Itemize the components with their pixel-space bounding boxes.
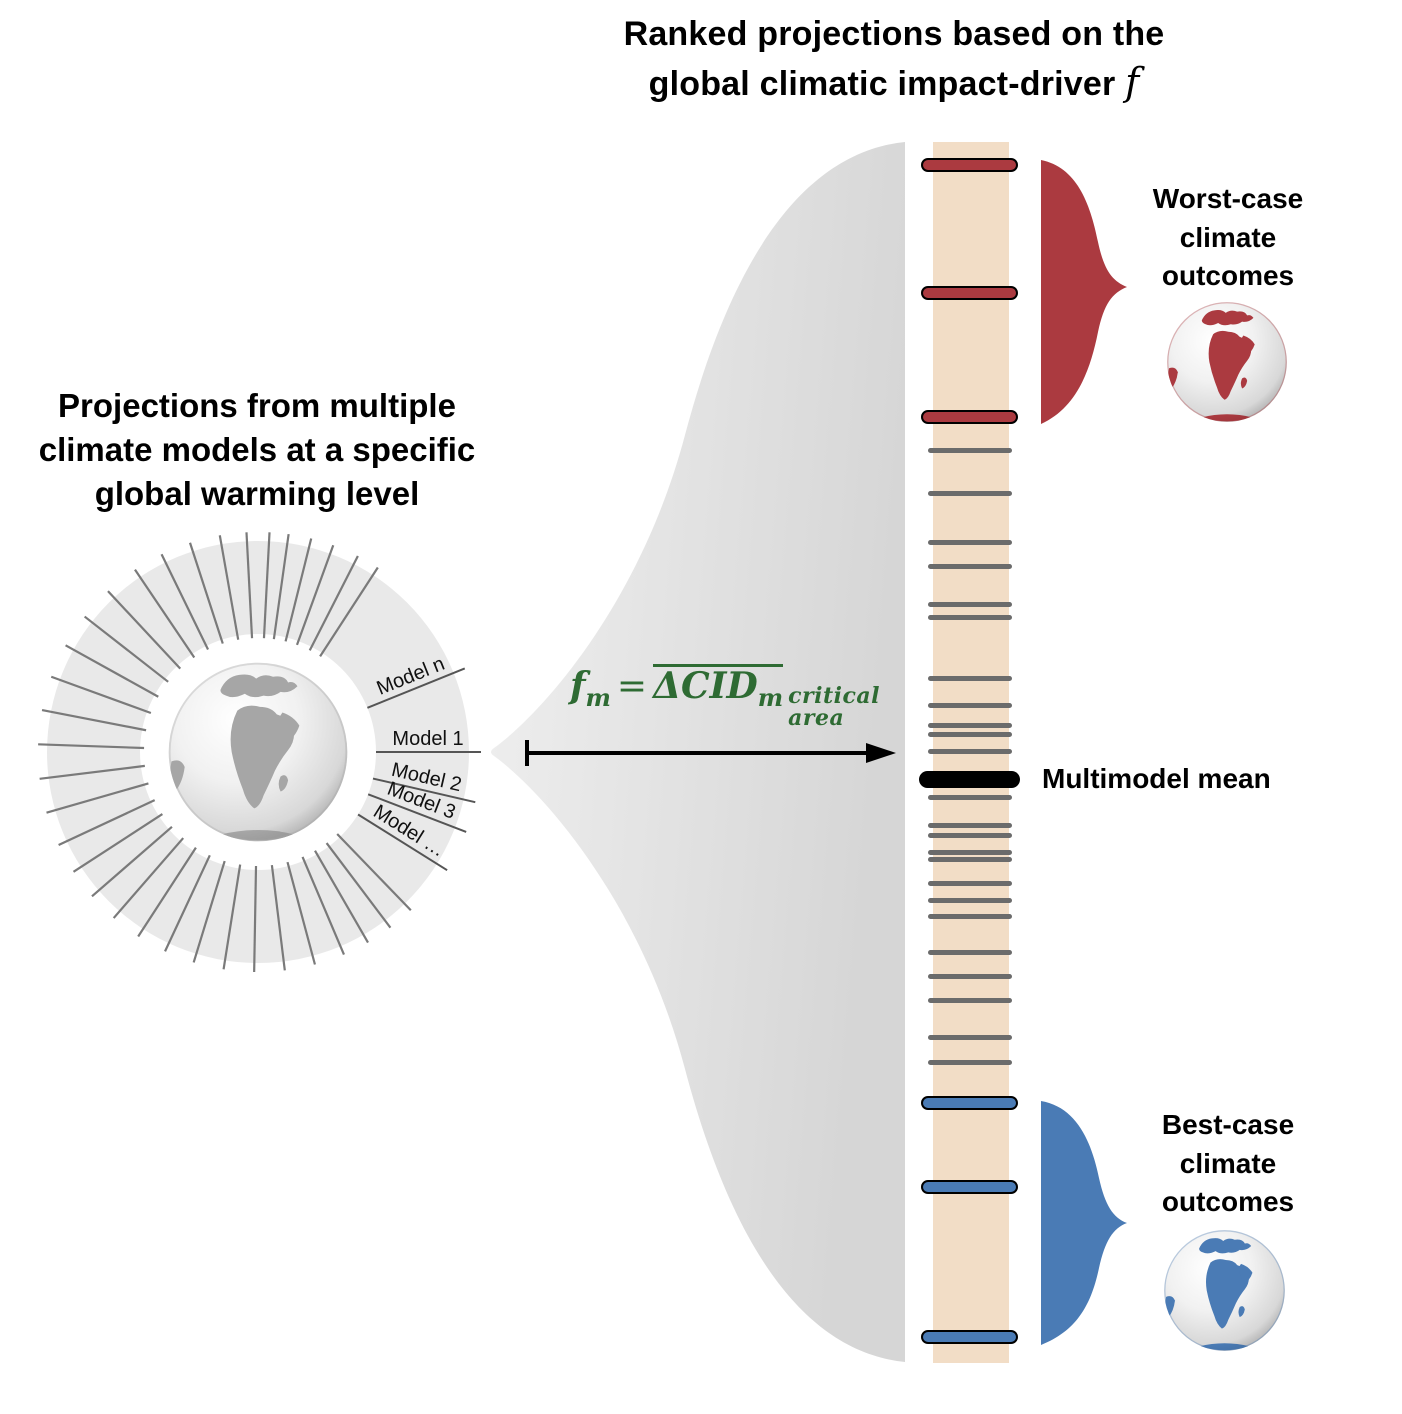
mapping-arrow — [525, 740, 896, 766]
bar-tick-gray — [928, 997, 1012, 1003]
model-tick — [301, 856, 345, 955]
model-label-tick — [372, 777, 476, 804]
model-tick — [38, 743, 145, 750]
bar-tick-red — [921, 157, 1018, 172]
model-tick — [262, 532, 271, 639]
bar-tick-gray — [928, 490, 1012, 496]
formula-overline-term: ΔCIDm — [653, 664, 784, 713]
model-tick — [253, 865, 258, 972]
bar-tick-gray — [928, 880, 1012, 886]
model-tick — [50, 675, 152, 715]
multimodel-mean-label: Multimodel mean — [1042, 763, 1271, 794]
bar-tick-gray — [928, 849, 1012, 855]
bar-tick-gray — [928, 973, 1012, 979]
bar-tick-gray — [928, 447, 1012, 453]
model-tick — [58, 799, 156, 846]
globe-blue-icon — [1161, 1227, 1288, 1354]
model-tick — [188, 542, 224, 644]
model-tick — [218, 535, 240, 640]
model-tick — [284, 538, 313, 642]
model-tick — [72, 813, 163, 873]
model-tick — [222, 864, 242, 970]
bar-tick-gray — [928, 675, 1012, 681]
model-tick — [308, 555, 359, 651]
bar-tick-gray — [928, 822, 1012, 828]
best-distribution — [1041, 1101, 1127, 1345]
model-label-tick — [367, 793, 467, 833]
model-ring-ticks — [38, 532, 412, 972]
bar-tick-gray — [928, 614, 1012, 620]
bar-tick-gray — [928, 897, 1012, 903]
model-tick — [295, 544, 335, 646]
model-tick — [319, 566, 379, 657]
model-tick — [91, 825, 173, 898]
model-label: Model 1 — [392, 728, 463, 750]
model-tick — [112, 837, 185, 919]
model-tick — [39, 764, 145, 780]
f-symbol: f — [1125, 59, 1140, 104]
model-tick — [164, 854, 211, 952]
model-tick — [160, 553, 210, 651]
model-tick — [272, 533, 290, 640]
model-tick — [41, 708, 147, 732]
bar-tick-gray — [928, 856, 1012, 862]
bar-tick-blue — [921, 1095, 1018, 1110]
bar-tick-gray — [928, 748, 1012, 754]
bar-tick-gray — [928, 1059, 1012, 1065]
bar-tick-gray — [928, 794, 1012, 800]
arrowhead-icon — [866, 743, 896, 763]
bar-tick-gray — [928, 601, 1012, 607]
bar-tick-red — [921, 409, 1018, 424]
figure-title-line1: Ranked projections based on the — [623, 15, 1165, 53]
model-tick — [83, 615, 169, 683]
model-tick — [336, 833, 412, 912]
globe-red-icon — [1164, 299, 1290, 425]
model-tick — [65, 644, 159, 698]
model-tick — [245, 532, 254, 639]
left-panel-heading: Projections from multiple climate models… — [38, 387, 476, 513]
model-tick — [270, 865, 286, 971]
bar-tick-gray — [928, 913, 1012, 919]
model-tick — [314, 850, 369, 944]
bar-tick-gray — [928, 563, 1012, 569]
model-tick — [286, 861, 317, 965]
worst-case-label: Worst-case climate outcomes — [1152, 183, 1304, 292]
model-tick — [134, 568, 196, 659]
model-label-tick — [357, 813, 448, 872]
formula-lhs: f — [570, 665, 586, 707]
bar-tick-gray — [928, 949, 1012, 955]
bar-tick-gray — [928, 722, 1012, 728]
bar-tick-red — [921, 285, 1018, 300]
globe-gray-icon — [169, 663, 348, 842]
bar-tick-blue — [921, 1329, 1018, 1344]
figure-title: Ranked projections based on the global c… — [516, 12, 1272, 107]
bar-tick-mean — [919, 770, 1020, 788]
model-label-tick — [367, 667, 466, 709]
figure-title-line2: global climatic impact-driver f — [648, 59, 1140, 104]
model-tick — [192, 860, 226, 963]
model-tick — [46, 782, 149, 814]
best-case-label: Best-case climate outcomes — [1161, 1109, 1295, 1218]
bar-tick-gray — [928, 539, 1012, 545]
bar-tick-gray — [928, 832, 1012, 838]
bar-tick-gray — [928, 1034, 1012, 1040]
bar-tick-blue — [921, 1179, 1018, 1194]
model-tick — [325, 842, 392, 929]
bar-tick-gray — [928, 702, 1012, 708]
model-tick — [107, 590, 182, 670]
bar-tick-gray — [928, 731, 1012, 737]
worst-distribution — [1041, 160, 1127, 424]
model-tick — [137, 847, 197, 938]
